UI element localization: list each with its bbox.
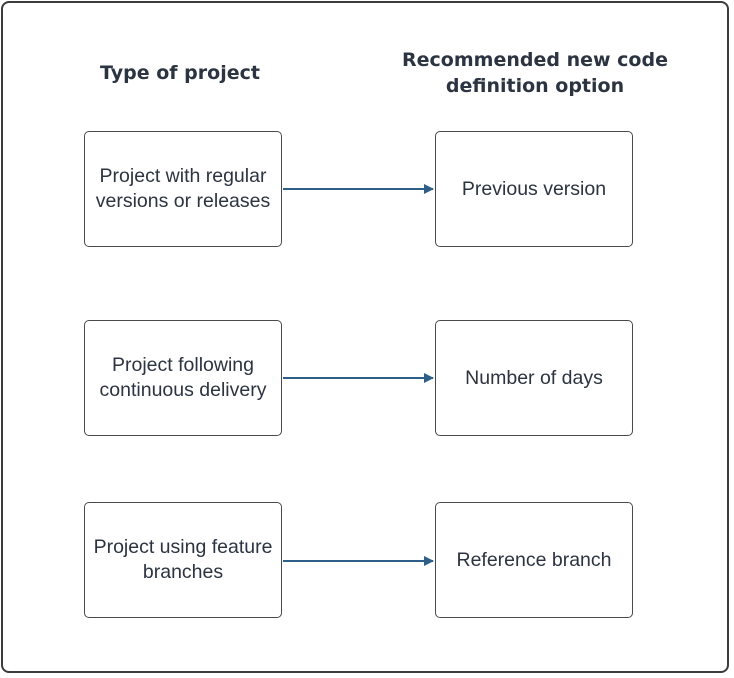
project-node-continuous-delivery: Project following continuous delivery (84, 320, 282, 436)
project-node-feature-branches: Project using feature branches (84, 502, 282, 618)
option-node-reference-branch: Reference branch (435, 502, 633, 618)
header-type-of-project: Type of project (100, 62, 260, 84)
header-recommended-option: Recommended new code definition option (402, 49, 668, 97)
option-node-number-of-days: Number of days (435, 320, 633, 436)
option-node-previous-version: Previous version (435, 131, 633, 247)
project-node-regular-versions: Project with regular versions or release… (84, 131, 282, 247)
